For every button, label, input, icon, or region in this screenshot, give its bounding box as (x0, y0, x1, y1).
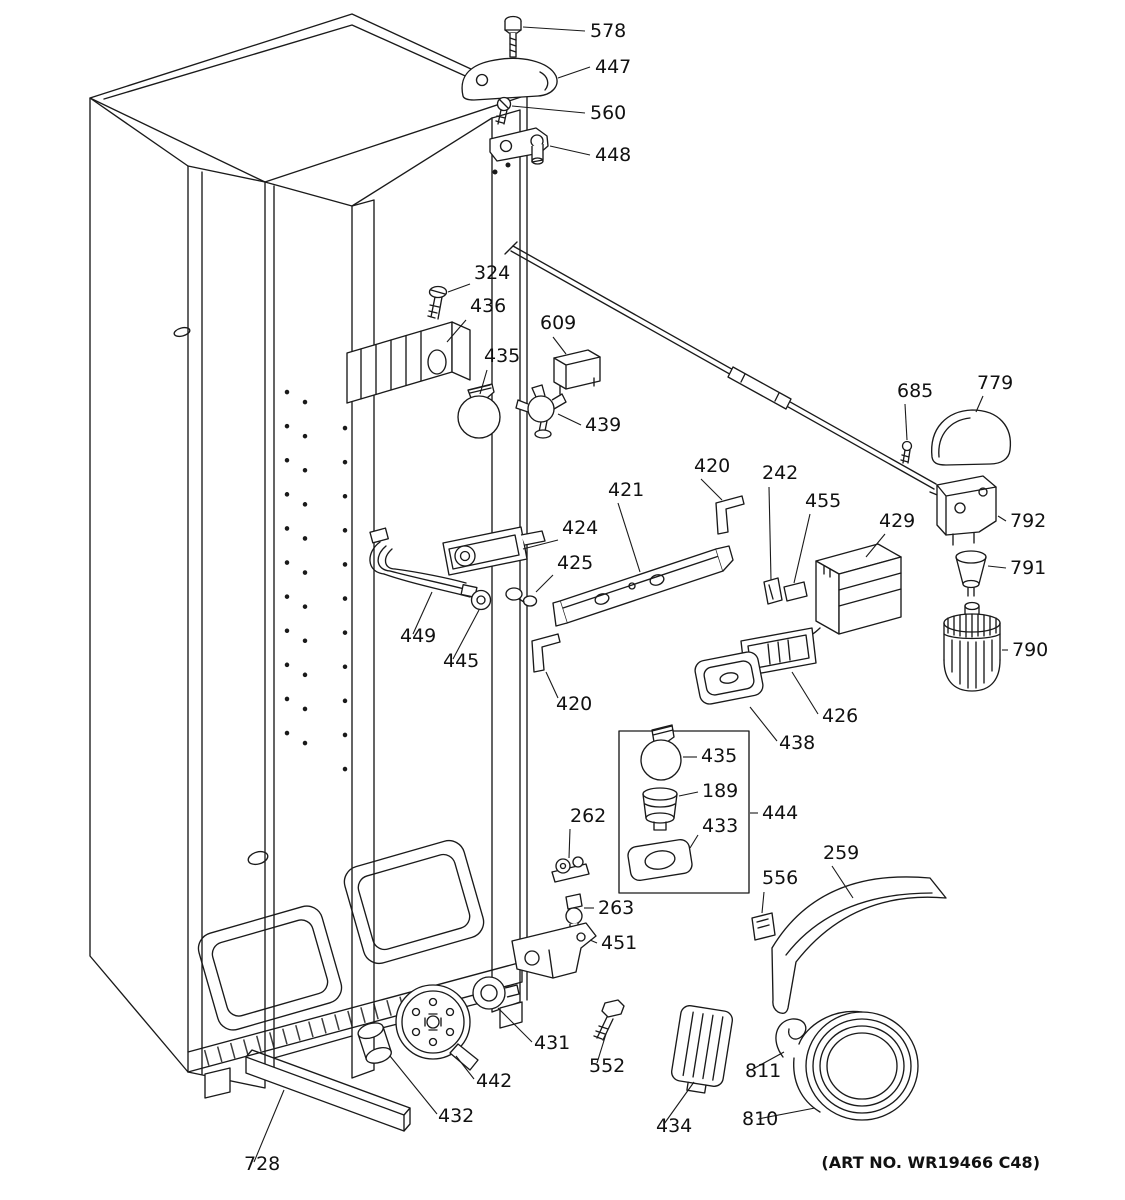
part-432-sleeve (357, 1022, 392, 1064)
part-420-bracket-lower (531, 633, 561, 673)
callout-685: 685 (897, 380, 933, 402)
part-435-light-bulb (457, 383, 501, 439)
part-421-mounting-rail (552, 545, 734, 627)
part-425-knob (505, 587, 538, 607)
refrigerator-cabinet (89, 13, 528, 1099)
part-556-clip (751, 912, 776, 941)
part-685-screw (900, 440, 913, 464)
part-447-hinge-cover (461, 57, 558, 101)
part-791-filter-funnel (955, 550, 987, 597)
callout-189: 189 (702, 780, 738, 802)
callout-431: 431 (534, 1032, 570, 1054)
callout-438: 438 (779, 732, 815, 754)
part-728-kickplate-rail (245, 1049, 411, 1132)
part-434-vent-cover (670, 1005, 734, 1094)
part-552-screw (593, 999, 625, 1041)
part-324-screw (427, 285, 448, 320)
part-578-bolt (504, 15, 522, 58)
part-609-switch-box (553, 349, 601, 395)
callout-420b: 420 (556, 693, 592, 715)
callout-429: 429 (879, 510, 915, 532)
part-242-spacer (763, 577, 783, 605)
callout-444: 444 (762, 802, 798, 824)
callout-420: 420 (694, 455, 730, 477)
part-438-lamp-frame (694, 651, 764, 705)
callout-728: 728 (244, 1153, 280, 1175)
part-424-damper-assembly (442, 526, 546, 576)
art-number: (ART NO. WR19466 C48) (821, 1153, 1040, 1172)
callout-578: 578 (590, 20, 626, 42)
callout-811: 811 (745, 1060, 781, 1082)
part-189-lamp-socket (642, 787, 678, 831)
callout-435: 435 (484, 345, 520, 367)
callout-455: 455 (805, 490, 841, 512)
left-drawer-well (197, 905, 343, 1031)
callout-242: 242 (762, 462, 798, 484)
callout-432: 432 (438, 1105, 474, 1127)
callout-324: 324 (474, 262, 510, 284)
callout-435b: 435 (701, 745, 737, 767)
callout-421: 421 (608, 479, 644, 501)
callout-433: 433 (702, 815, 738, 837)
callout-445: 445 (443, 650, 479, 672)
part-436-vent-grille (346, 321, 471, 404)
callout-262: 262 (570, 805, 606, 827)
part-451-mounting-bracket (511, 922, 597, 979)
callout-439: 439 (585, 414, 621, 436)
callout-259: 259 (823, 842, 859, 864)
part-792-filter-holder (936, 475, 997, 546)
callout-810: 810 (742, 1108, 778, 1130)
callout-609: 609 (540, 312, 576, 334)
part-435b-light-bulb (640, 724, 682, 781)
callout-labels: 578 447 560 448 324 436 609 435 439 685 … (244, 20, 1048, 1175)
part-790-water-filter (943, 601, 1001, 692)
callout-426: 426 (822, 705, 858, 727)
callout-792: 792 (1010, 510, 1046, 532)
part-810-tubing-coil (793, 1010, 919, 1121)
callout-552: 552 (589, 1055, 625, 1077)
callout-791: 791 (1010, 557, 1046, 579)
part-429-control-module (787, 543, 902, 661)
part-439-lamp-socket (515, 384, 567, 439)
callout-442: 442 (476, 1070, 512, 1092)
part-431-bearing (472, 976, 520, 1010)
part-448-hinge-bracket (489, 127, 549, 165)
callout-451: 451 (601, 932, 637, 954)
part-811-tube-hook (775, 1018, 807, 1058)
part-442-cam-disc (395, 984, 479, 1071)
part-779-filter-cap (931, 409, 1012, 466)
callout-779: 779 (977, 372, 1013, 394)
water-line-tube (504, 241, 948, 500)
callout-449: 449 (400, 625, 436, 647)
callout-556: 556 (762, 867, 798, 889)
part-259-toe-grille (771, 876, 947, 1014)
callout-436: 436 (470, 295, 506, 317)
callout-434: 434 (656, 1115, 692, 1137)
part-455-clip (783, 581, 808, 602)
callout-425: 425 (557, 552, 593, 574)
callout-263: 263 (598, 897, 634, 919)
leader-lines (253, 26, 1008, 1163)
right-drawer-well (343, 839, 485, 965)
part-444-assembly-box (618, 730, 750, 894)
part-420-bracket-upper (715, 495, 745, 535)
part-560-screw (495, 96, 512, 125)
callout-447: 447 (595, 56, 631, 78)
callout-448: 448 (595, 144, 631, 166)
part-433-lamp-cover (627, 838, 693, 882)
part-262-bracket (551, 856, 590, 883)
callout-560: 560 (590, 102, 626, 124)
callout-790: 790 (1012, 639, 1048, 661)
part-445-grommet (470, 589, 492, 611)
callout-424: 424 (562, 517, 598, 539)
